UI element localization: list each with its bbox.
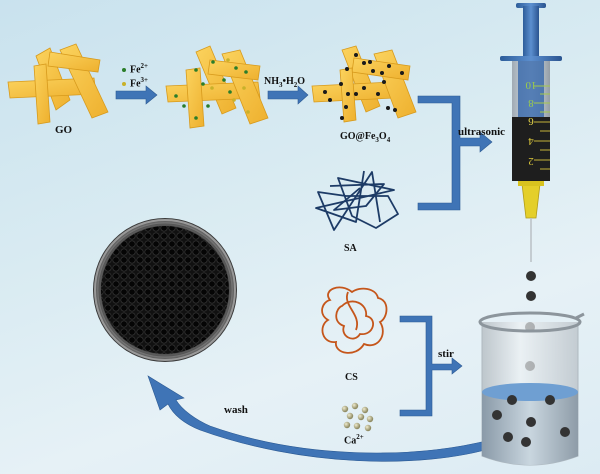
label-go-text: GO (55, 124, 73, 136)
label-fe2-charge: 2+ (140, 62, 149, 70)
scale-label: 6 (528, 115, 534, 127)
label-fe3: Fe3+ (130, 76, 148, 89)
sa-fiber (315, 170, 399, 231)
nh3-sub1: 3 (279, 81, 283, 89)
cs-fiber (321, 286, 388, 354)
petri-dish-beads (93, 218, 237, 362)
label-stir: stir (438, 348, 454, 360)
label-cs-text: CS (345, 372, 358, 383)
go-fe3o4-part2: O (378, 131, 387, 142)
arrow-fe-step (115, 85, 158, 105)
label-fe2-text: Fe (130, 64, 141, 76)
label-fe3-text: Fe (130, 78, 141, 90)
go-sheets (7, 43, 109, 125)
beaker (478, 311, 585, 466)
go-fe3o4-sheets (311, 45, 417, 123)
scale-label: 2 (528, 155, 534, 167)
nh3-sub2: 2 (293, 81, 298, 89)
scale-label: 8 (528, 97, 534, 109)
fe3o4-particles (323, 53, 404, 120)
calcium-ions (341, 402, 374, 432)
label-fe2: Fe2+ (130, 62, 148, 75)
label-go-fe3o4: GO@Fe3O4 (340, 131, 390, 144)
arrow-wash (147, 375, 497, 462)
go-fe-ion-sheets (165, 45, 269, 129)
label-stir-text: stir (438, 348, 454, 360)
label-ultrasonic: ultrasonic (458, 126, 505, 138)
label-wash: wash (224, 404, 248, 416)
fe2-ion-dot (122, 68, 126, 72)
label-ca: Ca2+ (344, 433, 364, 446)
label-wash-text: wash (224, 404, 248, 416)
nh3-part1: NH (264, 76, 279, 87)
go-fe3o4-sub1: 3 (375, 136, 379, 144)
label-cs: CS (345, 372, 358, 383)
go-fe3o4-part1: GO@Fe (340, 131, 376, 142)
nh3-part3: O (297, 76, 306, 87)
label-fe3-charge: 3+ (140, 76, 149, 84)
label-sa-text: SA (344, 243, 357, 254)
bracket-stir (399, 315, 463, 417)
bracket-ultrasonic (417, 95, 493, 211)
arrow-nh3-step (267, 85, 309, 105)
label-sa: SA (344, 243, 357, 254)
syringe (500, 3, 562, 262)
label-go: GO (55, 124, 72, 136)
fe3-ion-dot (122, 82, 126, 86)
label-ca-charge: 2+ (356, 433, 364, 441)
syringe-scale: 10 8 6 4 2 (525, 79, 537, 167)
fe-ion-dots (174, 58, 250, 120)
go-fe3o4-sub2: 4 (386, 136, 391, 144)
nh3-part2: •H (282, 76, 294, 87)
scale-label: 4 (528, 135, 534, 147)
label-ca-text: Ca (344, 435, 357, 447)
label-nh3-h2o: NH3•H2O (264, 76, 305, 89)
label-ultrasonic-text: ultrasonic (458, 126, 506, 138)
scale-label: 10 (525, 79, 537, 91)
